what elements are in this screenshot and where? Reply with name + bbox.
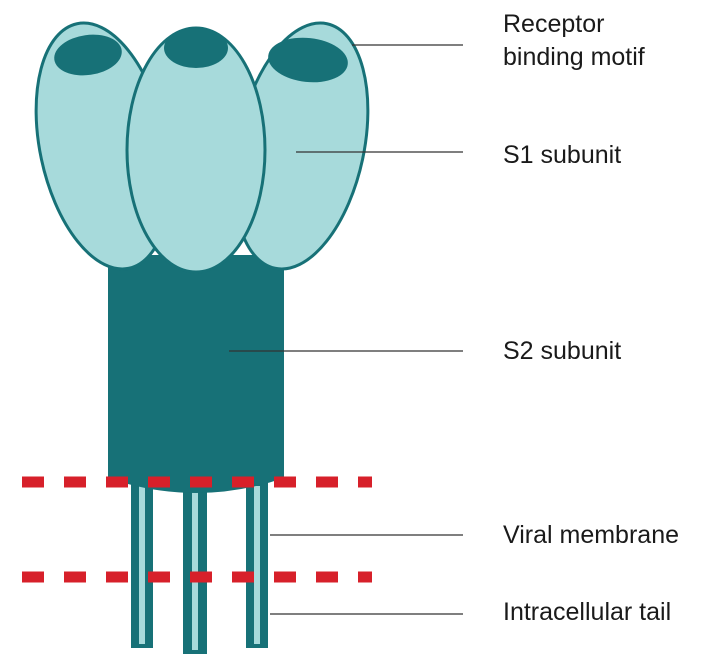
tail-left-core [139,486,145,644]
label-intracellular-tail: Intracellular tail [503,598,672,626]
tail-right-core [254,486,260,644]
label-s2-subunit: S2 subunit [503,337,622,365]
label-receptor-binding-motif: Receptor binding motif [503,8,645,74]
receptor-binding-motifs [54,28,348,83]
rbm-cap-center [164,28,228,68]
leader-lines [229,44,463,615]
transmembrane-tails [131,482,268,654]
label-rbm-line1: Receptor [503,10,605,38]
tail-center-core [192,486,198,650]
membrane-boundaries [22,476,372,583]
label-rbm-line2: binding motif [503,43,645,71]
s2-stalk [108,255,284,493]
label-viral-membrane: Viral membrane [503,521,680,549]
label-s1-subunit: S1 subunit [503,141,622,169]
rbm-cap-right [268,37,348,83]
rbm-cap-left [54,34,122,76]
s1-lobes [34,21,370,274]
